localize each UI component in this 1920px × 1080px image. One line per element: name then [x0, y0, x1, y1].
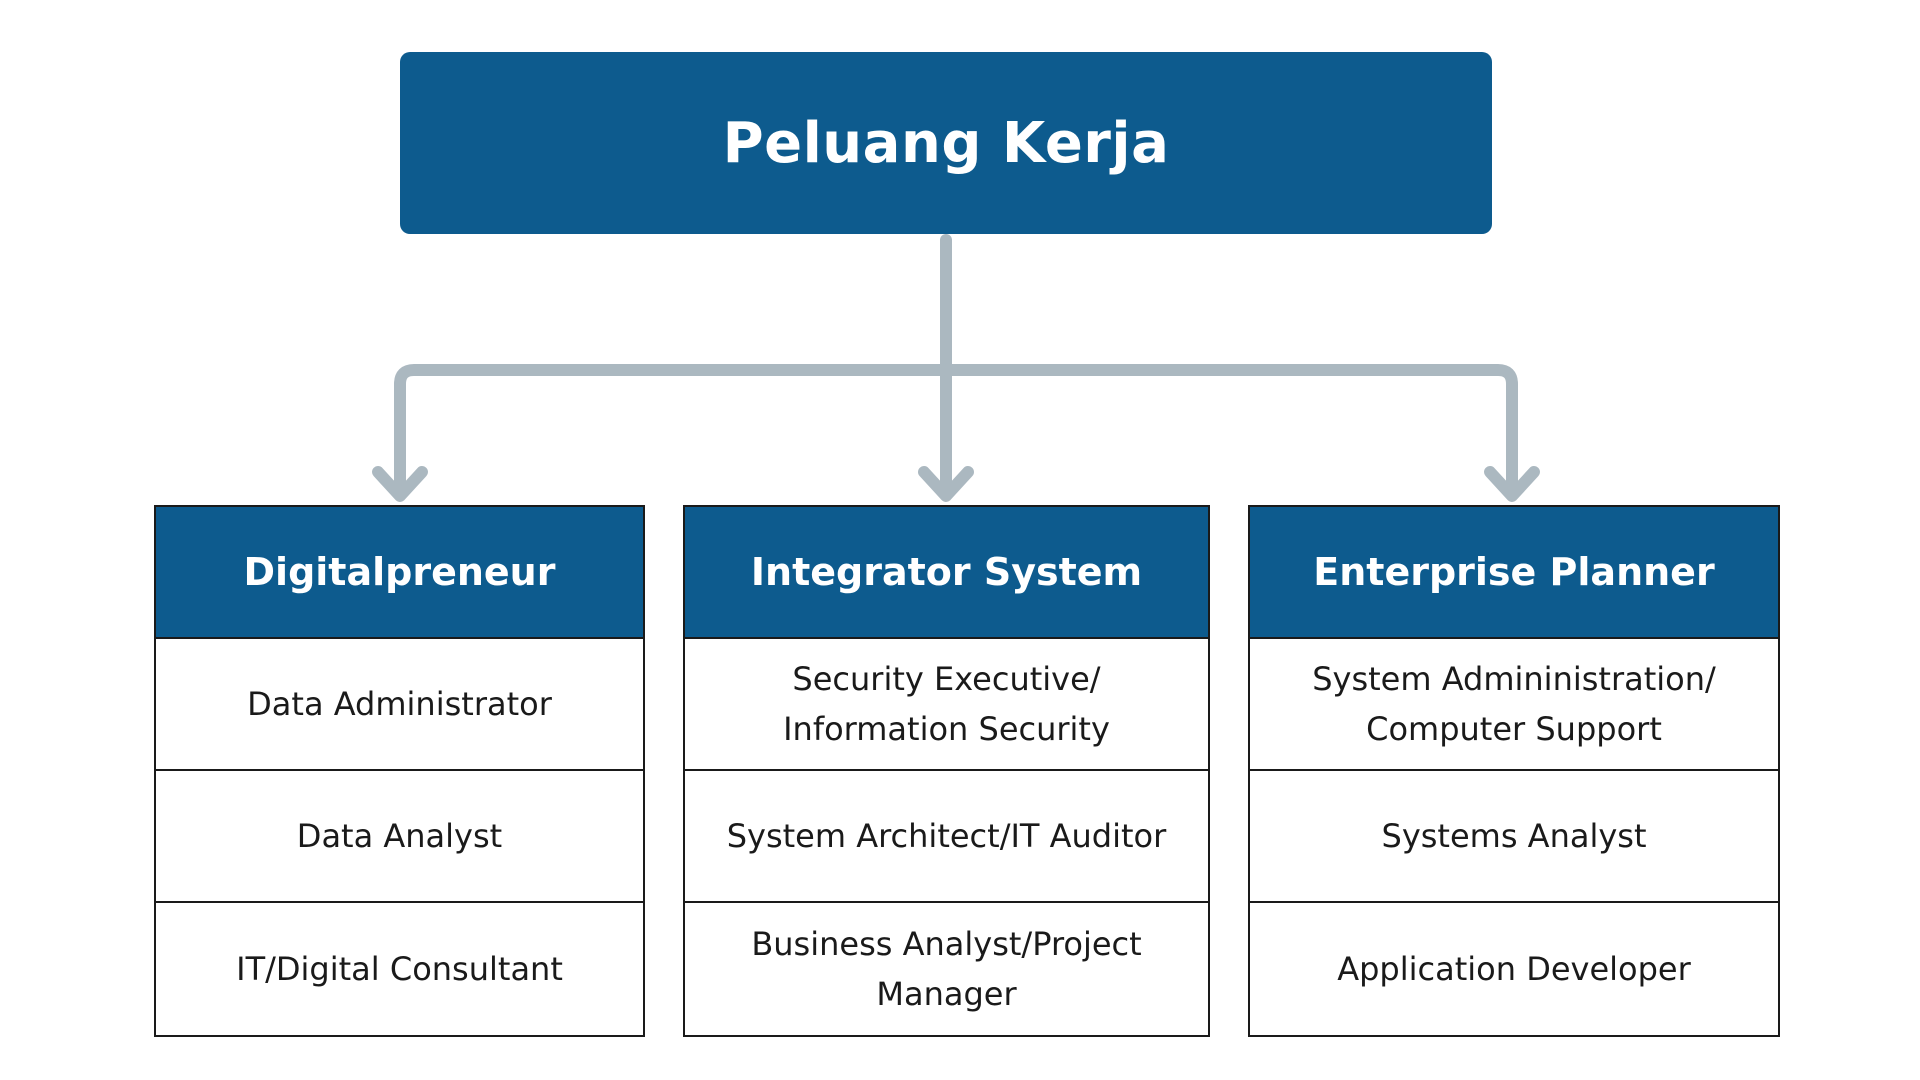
branch-line-left: [394, 364, 952, 501]
list-item: Data Analyst: [156, 771, 643, 903]
list-item: Security Executive/ Information Security: [685, 639, 1208, 771]
list-item: Business Analyst/Project Manager: [751, 925, 1142, 1013]
column-header: Enterprise Planner: [1250, 507, 1778, 639]
column-header: Integrator System: [685, 507, 1208, 639]
column-digitalpreneur: Digitalpreneur Data Administrator Data A…: [154, 505, 645, 1037]
root-node: Peluang Kerja: [400, 52, 1492, 234]
column-integrator-system: Integrator System Security Executive/ In…: [683, 505, 1210, 1037]
arrowhead-center: [918, 466, 974, 502]
list-item: Data Administrator: [156, 639, 643, 771]
column-header: Digitalpreneur: [156, 507, 643, 639]
list-item: Application Developer: [1337, 950, 1691, 988]
arrowhead-right: [1484, 466, 1540, 502]
list-item: Systems Analyst: [1250, 771, 1778, 903]
list-item: System Architect/IT Auditor: [685, 771, 1208, 903]
list-item: System Admininistration/ Computer Suppor…: [1250, 639, 1778, 771]
arrowhead-left: [372, 466, 428, 502]
list-item: IT/Digital Consultant: [236, 950, 563, 988]
branch-line-right: [940, 364, 1518, 501]
column-enterprise-planner: Enterprise Planner System Admininistrati…: [1248, 505, 1780, 1037]
root-title: Peluang Kerja: [722, 110, 1170, 176]
